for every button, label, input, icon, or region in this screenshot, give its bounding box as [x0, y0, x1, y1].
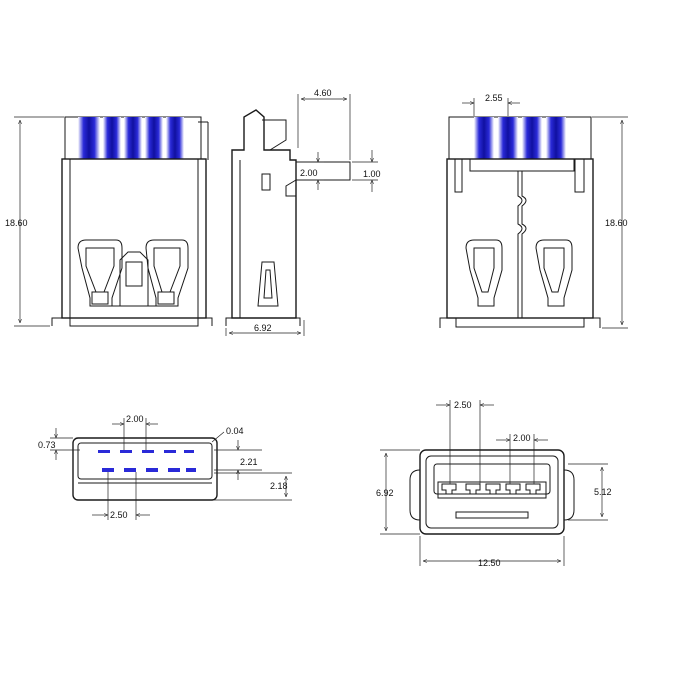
socket-cavity — [433, 463, 551, 495]
side-pin-gap-dimension: 2.00 — [298, 152, 324, 190]
back-header-block — [448, 116, 592, 160]
front-view: 18.60 — [5, 116, 213, 327]
plug-outer-shell — [72, 437, 218, 501]
socket-pitch-b-dimension: 2.00 — [496, 433, 548, 484]
socket-left-flange — [409, 469, 421, 521]
side-pin-gap-label: 2.00 — [300, 168, 318, 178]
socket-view: 2.50 2.00 6.92 5.12 12.50 — [376, 400, 612, 568]
back-pin-1 — [474, 117, 494, 159]
front-base-plate — [69, 317, 199, 327]
back-pin-2 — [498, 117, 518, 159]
front-height-dimension: 18.60 — [5, 116, 64, 327]
side-latch — [262, 119, 287, 151]
plug-pitch-bottom-dimension: 2.50 — [92, 472, 150, 520]
back-split-line-right — [521, 171, 527, 318]
plug-tongue-dimension: 2.18 — [214, 472, 292, 501]
side-overhang-dimension: 4.60 — [297, 88, 351, 160]
back-pin-3 — [522, 117, 542, 159]
plug-top-contacts — [98, 450, 194, 453]
plug-pitch-bottom-label: 2.50 — [110, 510, 128, 520]
plug-offset-label: 0.04 — [226, 426, 244, 436]
socket-pitch-a-dimension: 2.50 — [436, 400, 494, 484]
front-pin-3 — [124, 117, 142, 159]
back-height-dimension: 18.60 — [592, 116, 628, 329]
socket-width-label: 12.50 — [478, 558, 501, 568]
socket-tongue — [437, 481, 547, 499]
socket-height-label: 6.92 — [376, 488, 394, 498]
back-pitch-label: 2.55 — [485, 93, 503, 103]
back-view: 2.55 18.60 — [439, 93, 628, 329]
back-spring-right — [535, 239, 573, 307]
front-center-window — [125, 261, 143, 287]
back-base-plate — [455, 317, 585, 328]
plug-inner-shell — [77, 442, 213, 480]
back-left-tab — [454, 159, 463, 193]
side-spring-inner — [263, 269, 273, 299]
front-shell — [61, 158, 207, 319]
plug-wall-label: 0.73 — [38, 440, 56, 450]
front-pin-4 — [145, 117, 163, 159]
back-spring-left — [465, 239, 503, 307]
front-spring-right — [145, 239, 189, 307]
socket-bottom-rail — [455, 511, 529, 519]
back-split-line-left — [517, 171, 523, 318]
front-height-label: 18.60 — [5, 218, 28, 228]
back-top-rail — [469, 158, 575, 172]
side-body — [231, 109, 297, 319]
socket-inner-height-label: 5.12 — [594, 487, 612, 497]
socket-pitch-a-label: 2.50 — [454, 400, 472, 410]
back-shell — [446, 158, 594, 319]
side-view: 4.60 2.00 1.00 6.92 — [225, 88, 381, 336]
socket-width-dimension: 12.50 — [419, 536, 565, 568]
plug-tongue-label: 2.18 — [270, 481, 288, 491]
side-pin-thickness-dimension: 1.00 — [352, 150, 381, 192]
side-overhang-label: 4.60 — [314, 88, 332, 98]
front-center-frame — [119, 251, 149, 306]
socket-inner-height-dimension: 5.12 — [568, 463, 612, 521]
back-right-tab — [574, 159, 585, 193]
front-pin-5 — [166, 117, 184, 159]
plug-bottom-contacts — [102, 468, 196, 472]
side-depth-dimension: 6.92 — [225, 320, 305, 336]
socket-contacts — [441, 483, 541, 495]
socket-height-dimension: 6.92 — [376, 449, 420, 535]
plug-wall-dimension: 0.73 — [38, 428, 80, 460]
front-pin-tops — [64, 116, 209, 160]
back-feet — [439, 317, 601, 328]
back-pitch-dimension: 2.55 — [462, 93, 520, 116]
front-pin-2 — [103, 117, 121, 159]
plug-row-gap-label: 2.21 — [240, 457, 258, 467]
side-pin-thickness-label: 1.00 — [363, 169, 381, 179]
side-base — [225, 317, 301, 326]
plug-view: 0.73 2.00 0.04 2.21 2.18 — [38, 414, 292, 520]
socket-pitch-b-label: 2.00 — [513, 433, 531, 443]
socket-right-flange — [563, 469, 575, 521]
plug-offset-dimension: 0.04 — [211, 426, 244, 443]
front-spring-left — [77, 239, 123, 307]
front-pin-1 — [78, 117, 100, 159]
plug-pitch-top-label: 2.00 — [126, 414, 144, 424]
socket-inner-shell — [425, 455, 559, 529]
front-feet — [51, 317, 213, 326]
back-height-label: 18.60 — [605, 218, 628, 228]
side-slot — [261, 173, 271, 191]
side-pin-hook — [285, 179, 297, 197]
plug-pitch-top-dimension: 2.00 — [112, 414, 158, 450]
back-pin-4 — [546, 117, 566, 159]
side-depth-label: 6.92 — [254, 323, 272, 333]
side-spring-outer — [257, 261, 279, 307]
plug-row-gap-dimension: 2.21 — [214, 440, 262, 480]
socket-outer-shell — [419, 449, 565, 535]
